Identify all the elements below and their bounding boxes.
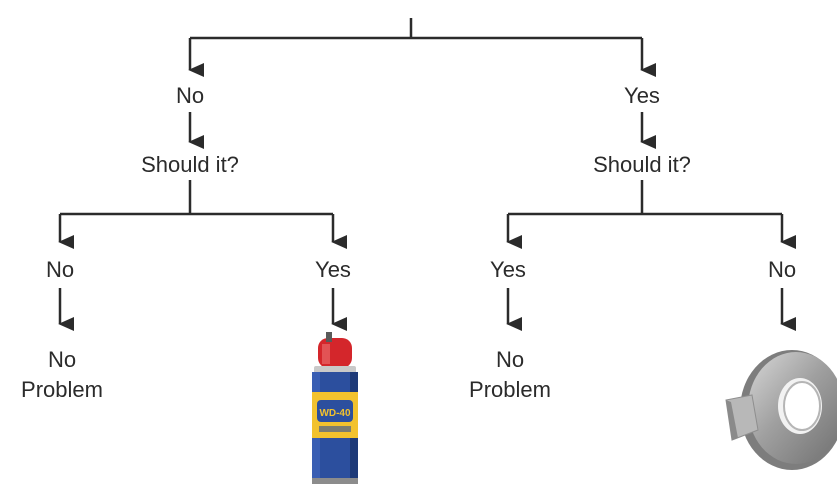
- connectors: [58, 18, 796, 331]
- leaf-4-answer-label: No: [768, 257, 796, 282]
- duct-tape-roll-icon: [725, 350, 837, 470]
- right-answer-label: Yes: [624, 83, 660, 108]
- leaf-1-answer-label: No: [46, 257, 74, 282]
- left-answer-label: No: [176, 83, 204, 108]
- leaf-3-outcome-line-1: No: [496, 347, 524, 372]
- leaf-1-outcome-line-2: Problem: [21, 377, 103, 402]
- leaf-2-answer-label: Yes: [315, 257, 351, 282]
- right-question-label: Should it?: [593, 152, 691, 177]
- left-question-label: Should it?: [141, 152, 239, 177]
- can-brand-label: WD-40: [319, 408, 351, 419]
- wd40-spray-can-icon: WD-40: [312, 332, 358, 484]
- leaf-3-answer-label: Yes: [490, 257, 526, 282]
- leaf-1-outcome-line-1: No: [48, 347, 76, 372]
- leaf-3-outcome-line-2: Problem: [469, 377, 551, 402]
